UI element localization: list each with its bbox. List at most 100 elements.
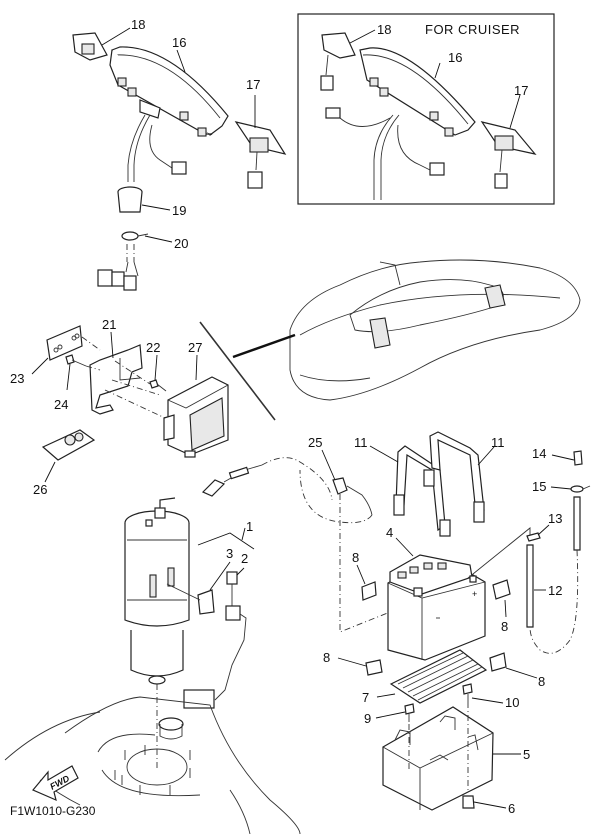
leader-10 [471, 697, 504, 704]
leader-14 [551, 454, 575, 461]
band-20 [121, 231, 149, 241]
callout-14: 14 [532, 446, 546, 461]
pad-8c [365, 659, 383, 676]
breather-pipe-12 [526, 496, 581, 654]
leader-9 [375, 711, 406, 719]
leader-26 [44, 461, 56, 483]
battery-box-5 [382, 706, 494, 811]
leader-11a [369, 445, 399, 463]
battery-band-11 [393, 431, 485, 537]
inset-warning-lamp-18 [320, 32, 356, 91]
leader-18 [101, 27, 131, 46]
callout-11a: 11 [354, 435, 368, 450]
receiver-unit-27 [163, 376, 229, 458]
plus-terminal-mark: + [472, 589, 477, 599]
screw-24 [65, 354, 87, 367]
callout-6: 6 [508, 801, 515, 816]
callout-23: 23 [10, 371, 24, 386]
callout-8c: 8 [323, 650, 330, 665]
bolt-10 [462, 683, 473, 702]
screw-22 [149, 379, 167, 392]
fuel-pump-assembly-1 [124, 497, 190, 685]
leader-19 [141, 204, 171, 211]
leader-23 [31, 357, 49, 375]
callout-25: 25 [308, 435, 322, 450]
leader-4 [395, 537, 414, 557]
speaker-17 [234, 121, 287, 189]
inset-leader-18 [349, 29, 376, 44]
leader-bracket-1 [197, 532, 255, 550]
callout-4: 4 [386, 525, 393, 540]
warning-lamp-18 [72, 32, 108, 61]
callout-18: 18 [131, 17, 145, 32]
leader-22 [154, 354, 158, 381]
callout-10: 10 [505, 695, 519, 710]
leader-15 [550, 486, 572, 490]
leader-3 [209, 561, 231, 591]
callout-3: 3 [226, 546, 233, 561]
connector-block [97, 261, 139, 291]
callout-9: 9 [364, 711, 371, 726]
callout-8a: 8 [352, 550, 359, 565]
rubber-mat-7 [389, 649, 488, 704]
fuse-holder-25 [332, 477, 373, 516]
pointer-line [232, 333, 296, 359]
fuel-tank-outline [4, 696, 301, 834]
cap-14 [573, 450, 583, 466]
leader-24 [66, 363, 71, 391]
callout-16: 16 [172, 35, 186, 50]
inset-callout-16: 16 [448, 50, 462, 65]
inset-callout-18: 18 [377, 22, 391, 37]
watercraft-outline [289, 259, 581, 401]
leader-7 [376, 693, 396, 698]
callout-15: 15 [532, 479, 546, 494]
remote-transmitter-26 [41, 429, 96, 461]
callout-2: 2 [241, 551, 248, 566]
sender-3 [197, 589, 215, 615]
leader-6 [473, 801, 507, 809]
leader-21 [110, 331, 114, 359]
meter-harness [127, 114, 146, 182]
leader-1 [241, 527, 246, 541]
nut-6 [462, 795, 475, 809]
sensor-2 [214, 571, 247, 701]
callout-20: 20 [174, 236, 188, 251]
leader-16 [176, 49, 186, 73]
multifunction-meter [109, 46, 229, 137]
callout-17: 17 [246, 77, 260, 92]
inset-box-for-cruiser [297, 13, 555, 205]
inset-speaker-17 [480, 121, 537, 189]
leader-13 [537, 524, 550, 536]
callout-24: 24 [54, 397, 68, 412]
leader-20 [144, 235, 173, 243]
callout-8d: 8 [538, 674, 545, 689]
callout-11b: 11 [491, 435, 505, 450]
callout-22: 22 [146, 340, 160, 355]
divider-line [199, 321, 276, 421]
inset-callout-17: 17 [514, 83, 528, 98]
grommet-19 [117, 186, 143, 213]
leader-27 [195, 354, 198, 381]
callout-21: 21 [102, 317, 116, 332]
leader-2 [236, 567, 245, 576]
leader-25 [321, 449, 336, 481]
callout-1: 1 [246, 519, 253, 534]
callout-12: 12 [548, 583, 562, 598]
inset-leader-17 [509, 94, 521, 129]
pump-connector [183, 689, 215, 709]
fwd-arrow: FWD [32, 765, 79, 802]
battery-4: + [387, 554, 486, 661]
fitting-13 [526, 532, 541, 542]
antenna-wire [261, 457, 333, 501]
callout-19: 19 [172, 203, 186, 218]
plate-23 [46, 325, 83, 361]
callout-26: 26 [33, 482, 47, 497]
clamp-15 [570, 485, 591, 493]
pad-8d [489, 652, 507, 672]
pad-8b [492, 579, 511, 600]
callout-27: 27 [188, 340, 202, 355]
callout-13: 13 [548, 511, 562, 526]
leader-11b [477, 446, 495, 466]
callout-8b: 8 [501, 619, 508, 634]
